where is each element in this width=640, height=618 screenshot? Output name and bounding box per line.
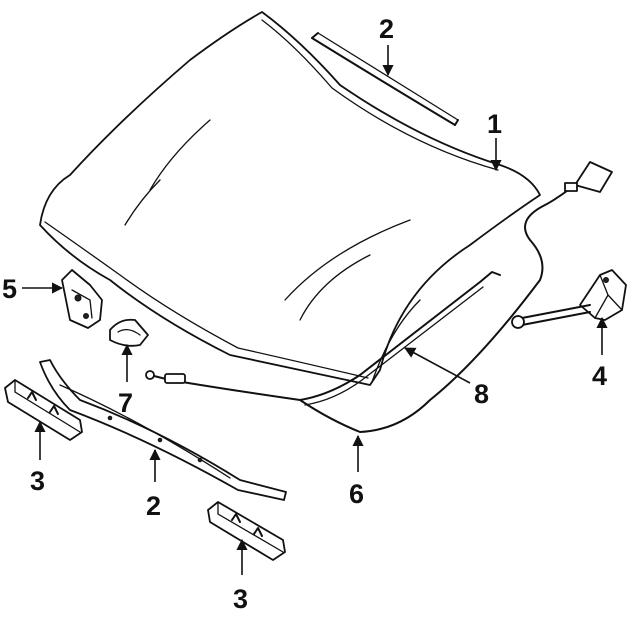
callout-3-left: 3 [30,466,45,496]
callout-2-top: 2 [379,14,394,44]
leader-8 [404,347,471,384]
callout-5: 5 [2,274,17,304]
callout-labels: 1 2 2 3 3 4 5 6 7 8 [2,14,607,614]
callout-3-right: 3 [233,584,248,614]
callout-1: 1 [487,109,502,139]
hood-weatherstrip-upper [311,32,459,126]
hood-latch [61,269,103,329]
hood-prop-rod [299,271,501,406]
hood-bumper-left [4,379,83,441]
callout-2-bottom: 2 [146,491,161,521]
hood-release-cable [145,161,613,433]
hood-seal-strip-lower [39,359,287,501]
cable-clip [109,318,149,347]
callout-4: 4 [592,361,607,391]
callout-7: 7 [118,388,133,418]
hood-hinge [511,269,627,329]
callout-8: 8 [474,379,489,409]
hood-bumper-right [207,501,286,561]
leader-lines [22,45,608,575]
hood-panel [39,11,541,386]
callout-6: 6 [349,479,364,509]
